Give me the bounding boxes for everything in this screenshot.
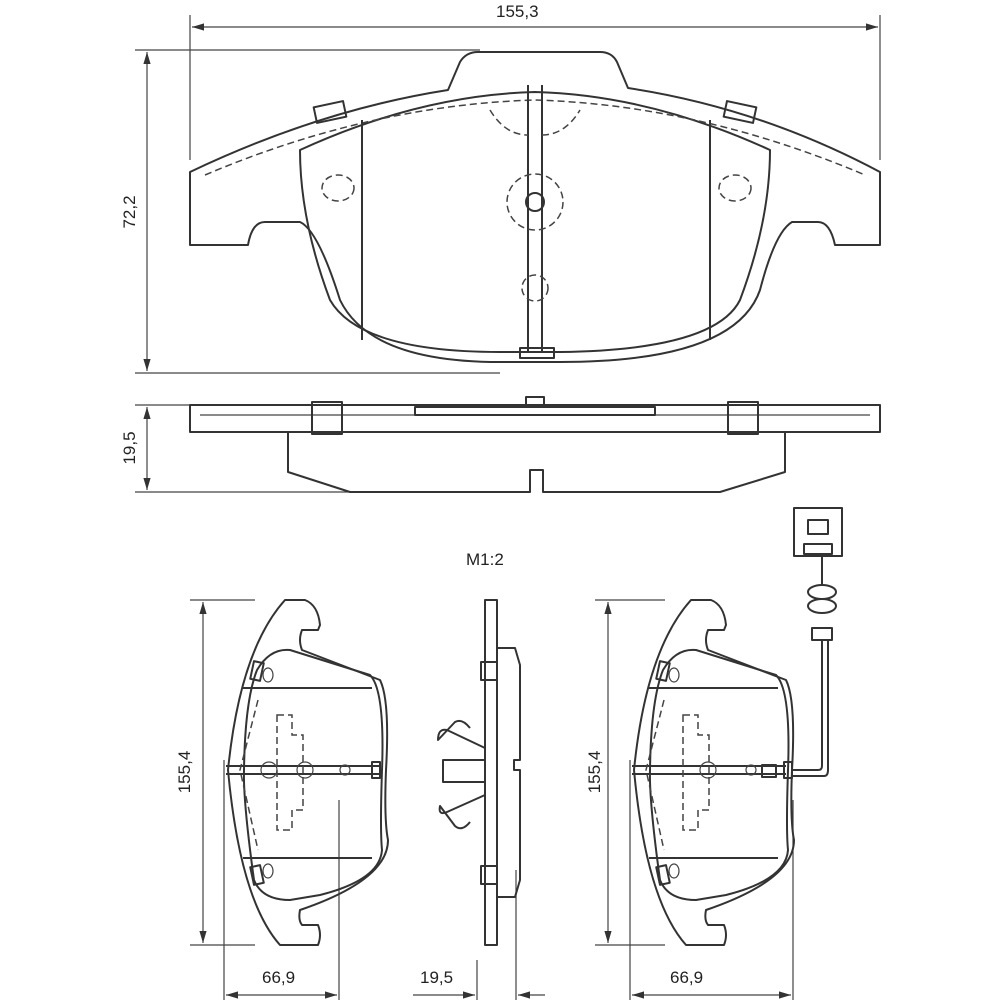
overall-height-label: 72,2 — [120, 195, 139, 229]
right-pad-width-label: 66,9 — [670, 968, 704, 987]
overall-width-label: 155,3 — [496, 2, 539, 21]
side-view-pad — [135, 396, 881, 493]
front-view-pad-right — [632, 599, 795, 946]
left-pad-width-label: 66,9 — [262, 968, 296, 987]
top-dimensions — [135, 15, 881, 374]
front-view-pad-left — [226, 599, 389, 946]
profile-thickness-label: 19,5 — [420, 968, 454, 987]
top-view-pad — [189, 51, 881, 363]
thickness-label: 19,5 — [120, 431, 139, 465]
bottom-dimensions — [190, 599, 794, 1000]
wear-sensor — [761, 507, 843, 778]
right-pad-height-label: 155,4 — [585, 750, 604, 794]
profile-view — [437, 599, 521, 946]
left-pad-height-label: 155,4 — [175, 750, 194, 794]
scale-label: M1:2 — [466, 550, 504, 569]
